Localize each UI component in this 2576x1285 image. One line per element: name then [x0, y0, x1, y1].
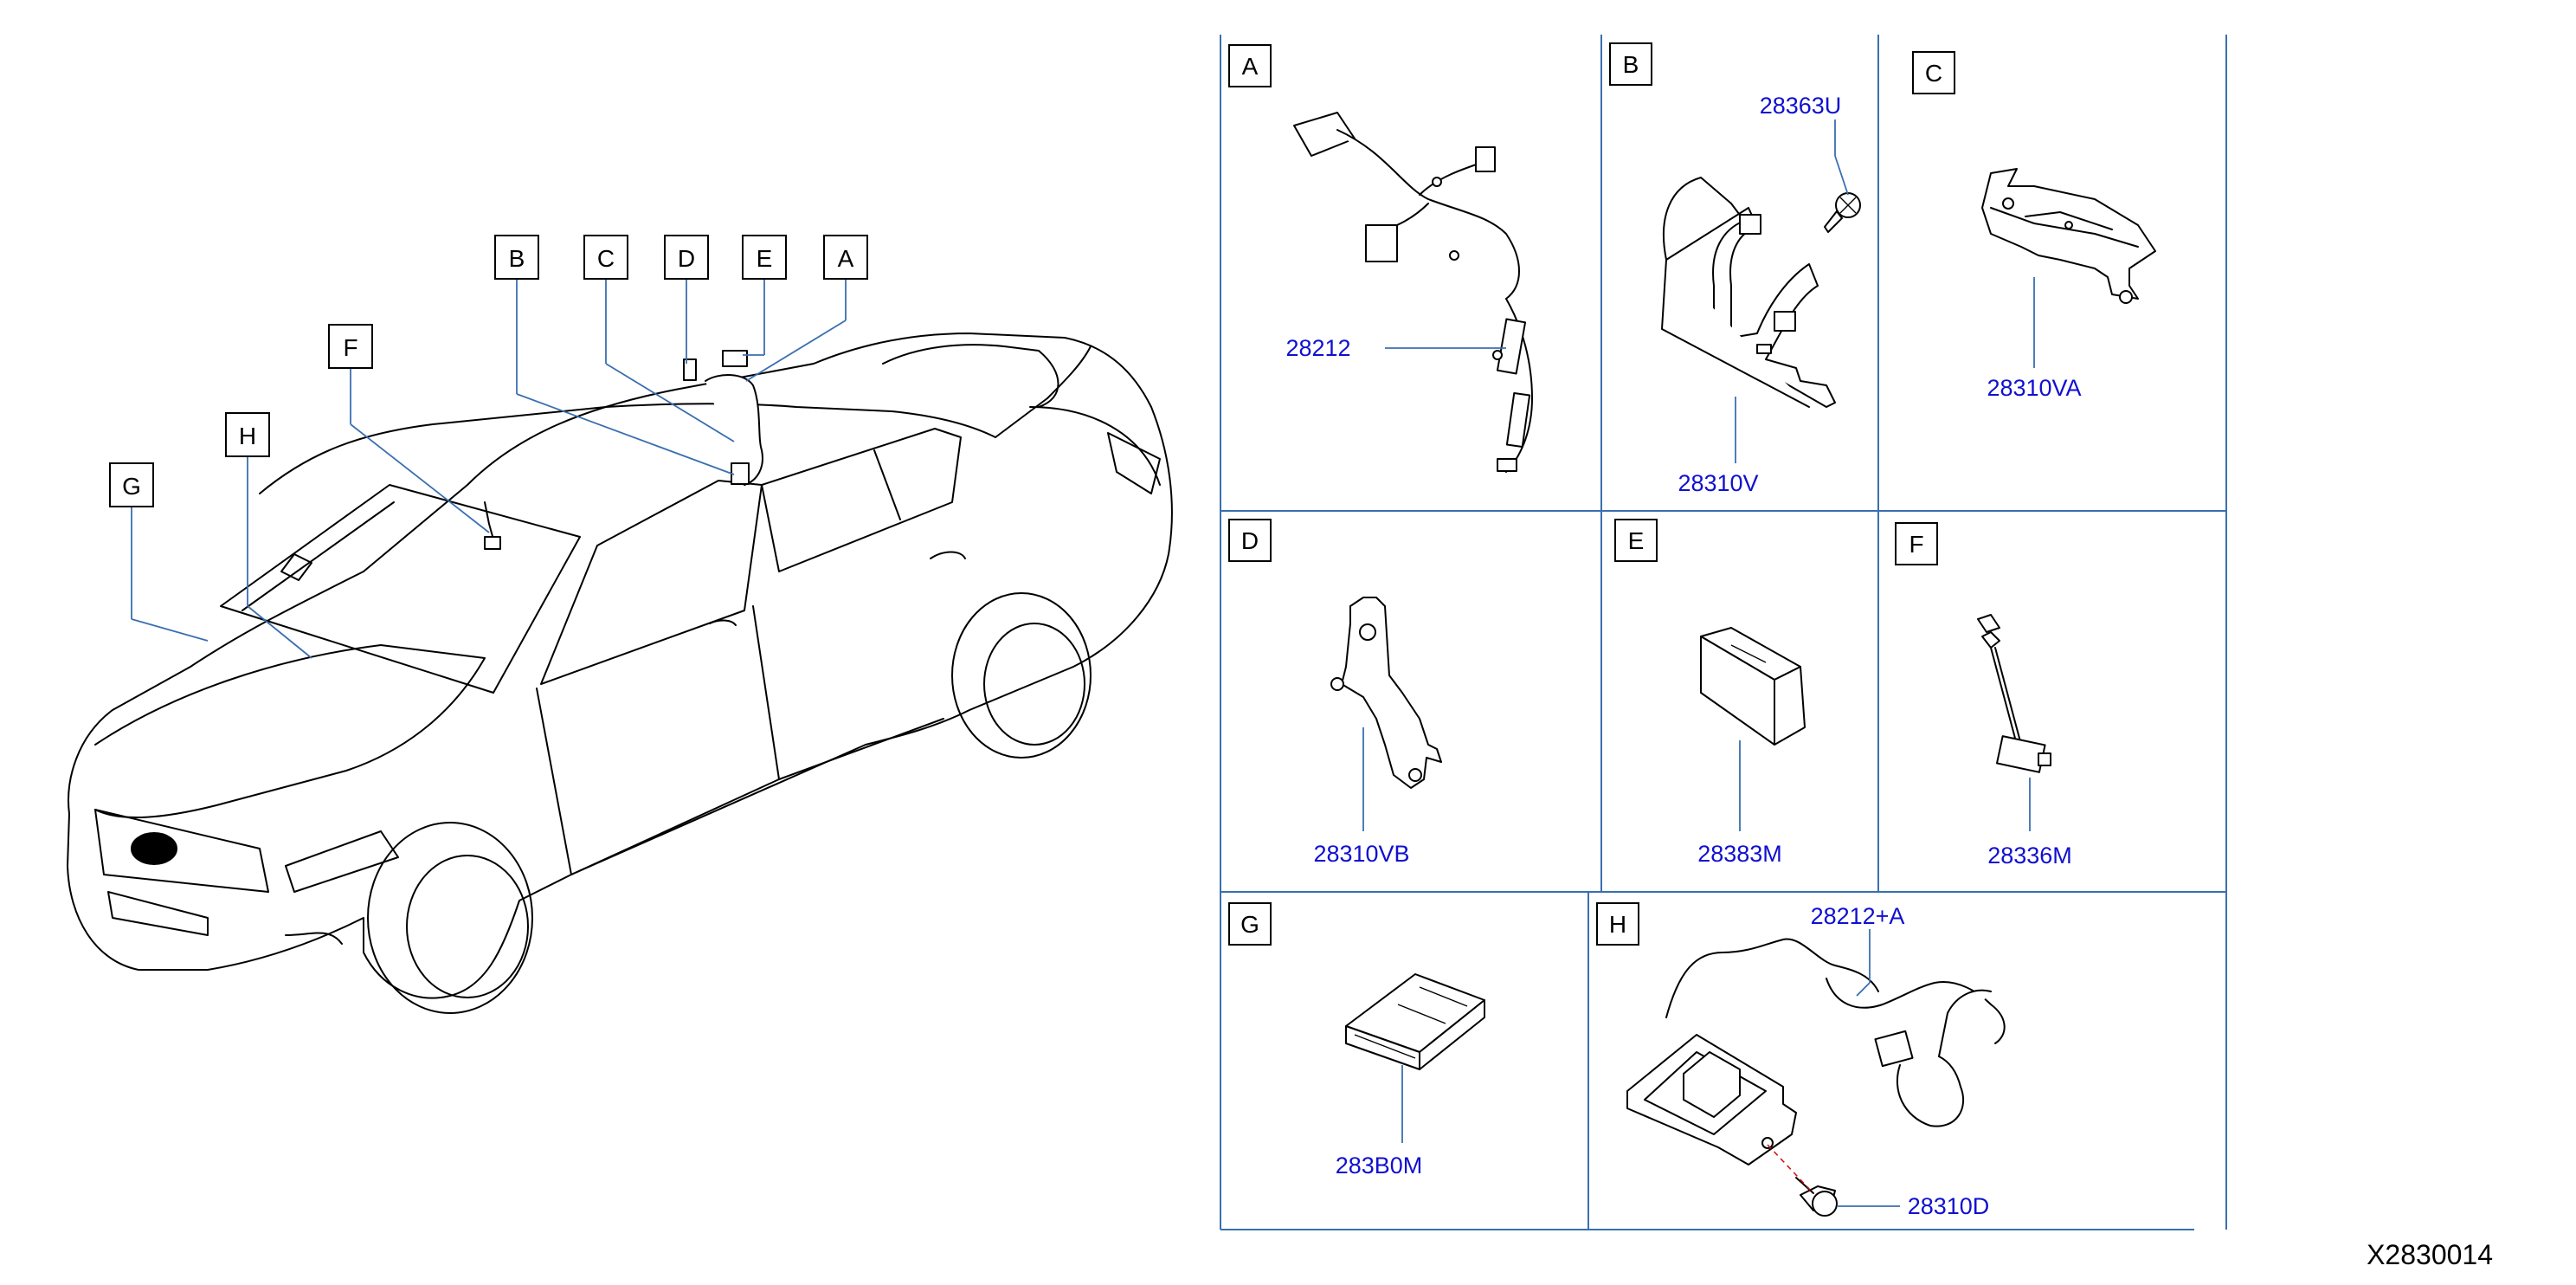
part-number-28310v: 28310V: [1678, 470, 1758, 496]
panel-letter-a: A: [1242, 53, 1259, 80]
part-number-28363u: 28363U: [1760, 93, 1842, 119]
panel-letter-g: G: [1240, 911, 1259, 938]
callout-box-g: G: [109, 462, 154, 507]
bracket-d: [1330, 597, 1442, 789]
callout-box-h: H: [225, 412, 270, 457]
antenna-harness-h: [1665, 938, 2006, 1127]
panel-grid: [1220, 35, 2227, 1230]
diagram-reference-code: X2830014: [2367, 1239, 2493, 1270]
panel-letter-h: H: [1609, 911, 1626, 938]
antenna-module-h: [1626, 1034, 1797, 1166]
bolt-h: [1795, 1177, 1838, 1217]
part-number-28310va: 28310VA: [1987, 375, 2081, 401]
panel-letter-b: B: [1623, 51, 1639, 78]
panel-letter-c: C: [1925, 60, 1942, 87]
callout-label-d: D: [678, 245, 695, 272]
panel-letter-e: E: [1628, 527, 1645, 554]
control-module-e: [1700, 627, 1806, 746]
callout-label-f: F: [343, 334, 357, 361]
callout-label-e: E: [757, 245, 773, 272]
panel-letter-d: D: [1241, 527, 1259, 554]
panel-letter-f: F: [1909, 531, 1923, 558]
callout-box-e: E: [742, 235, 787, 280]
panel-e: E 28383M: [1614, 519, 1806, 867]
panel-b: B 28363U 28310V: [1609, 42, 1861, 496]
bracket-c: [1981, 168, 2156, 304]
panel-a: A 28212: [1228, 44, 1533, 473]
callout-label-a: A: [838, 245, 854, 272]
part-number-28336m: 28336M: [1987, 843, 2072, 869]
car-callout-leaders: [131, 279, 847, 659]
callout-box-c: C: [583, 235, 628, 280]
callout-box-a: A: [823, 235, 868, 280]
callout-label-h: H: [239, 423, 256, 449]
part-number-28310vb: 28310VB: [1313, 841, 1409, 867]
callout-label-c: C: [597, 245, 615, 272]
part-number-28212-a: 28212+A: [1811, 903, 1905, 929]
part-number-28212: 28212: [1285, 335, 1350, 361]
part-number-28383m: 28383M: [1697, 841, 1782, 867]
part-number-28310d: 28310D: [1908, 1193, 1990, 1219]
callout-box-b: B: [494, 235, 539, 280]
panel-f: F 28336M: [1895, 522, 2072, 869]
install-guide-line: [1767, 1144, 1812, 1191]
control-module-g: [1345, 973, 1485, 1070]
panel-d: D 28310VB: [1228, 519, 1442, 867]
part-number-283b0m: 283B0M: [1336, 1153, 1423, 1178]
panel-c: C 28310VA: [1912, 51, 2156, 401]
antenna-bracket: [1661, 177, 1836, 408]
sensor-f: [1977, 614, 2051, 773]
screw: [1824, 192, 1861, 233]
callout-box-d: D: [664, 235, 709, 280]
roof-antenna-harness: [1293, 112, 1533, 473]
callout-label-b: B: [509, 245, 525, 272]
panel-g: G 283B0M: [1228, 902, 1485, 1178]
panel-h: H 28212+A 28310D: [1596, 902, 2006, 1219]
callout-box-f: F: [328, 324, 373, 369]
callout-label-g: G: [122, 473, 141, 500]
car-illustration: [67, 333, 1173, 1014]
